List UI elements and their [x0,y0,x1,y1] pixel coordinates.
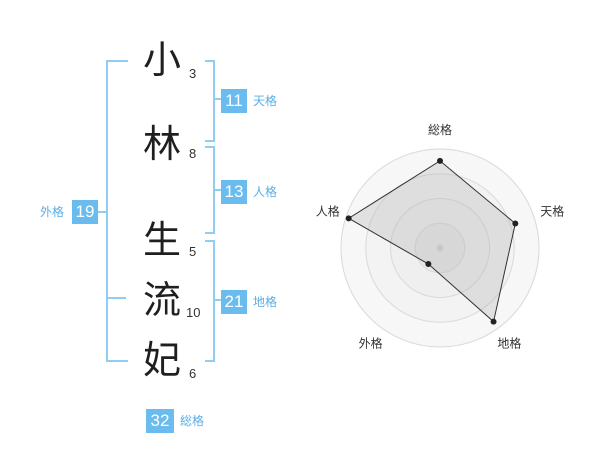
tenkaku-label: 天格 [253,94,278,108]
gaikaku-tick [98,211,106,213]
name-char-5: 妃 [142,338,181,382]
gaikaku-bracket [106,60,128,362]
radar-axis-label-2: 天格 [540,204,564,219]
tenkaku-bracket [205,60,215,142]
radar-axis-label-3: 地格 [497,335,521,350]
gaikaku-inner-tick [106,297,126,299]
stroke-count-1: 3 [189,66,197,81]
radar-data-polygon [347,160,516,323]
radar-axis-label-4: 外格 [359,335,383,350]
jinkaku-label: 人格 [253,185,278,199]
gaikaku-badge: 19 [72,200,98,224]
name-char-3: 生 [142,218,181,262]
stroke-count-4: 10 [186,305,201,320]
tenkaku-tick [213,98,221,100]
stroke-count-2: 8 [189,146,197,161]
chikaku-badge: 21 [221,290,247,314]
gaikaku-label: 外格 [40,205,65,219]
name-char-4: 流 [142,278,181,322]
radar-axis-label-5: 人格 [316,204,340,219]
radar-point-3 [490,318,497,325]
radar-point-1 [437,157,443,164]
soukaku-badge: 32 [146,409,174,433]
soukaku-label: 総格 [180,414,205,428]
name-char-2: 林 [142,122,181,166]
radar-center-dot [436,244,444,252]
radar-point-2 [512,220,519,227]
jinkaku-tick [213,189,221,191]
jinkaku-badge: 13 [221,180,247,204]
chikaku-label: 地格 [253,295,278,309]
stroke-count-5: 6 [189,366,197,381]
radar-point-4 [425,261,432,268]
radar-point-5 [345,215,352,222]
chikaku-tick [213,299,221,301]
name-char-1: 小 [142,38,181,82]
radar-axis-label-1: 総格 [428,122,452,137]
tenkaku-badge: 11 [221,89,247,113]
chikaku-bracket [205,240,215,362]
stroke-count-3: 5 [189,244,197,259]
